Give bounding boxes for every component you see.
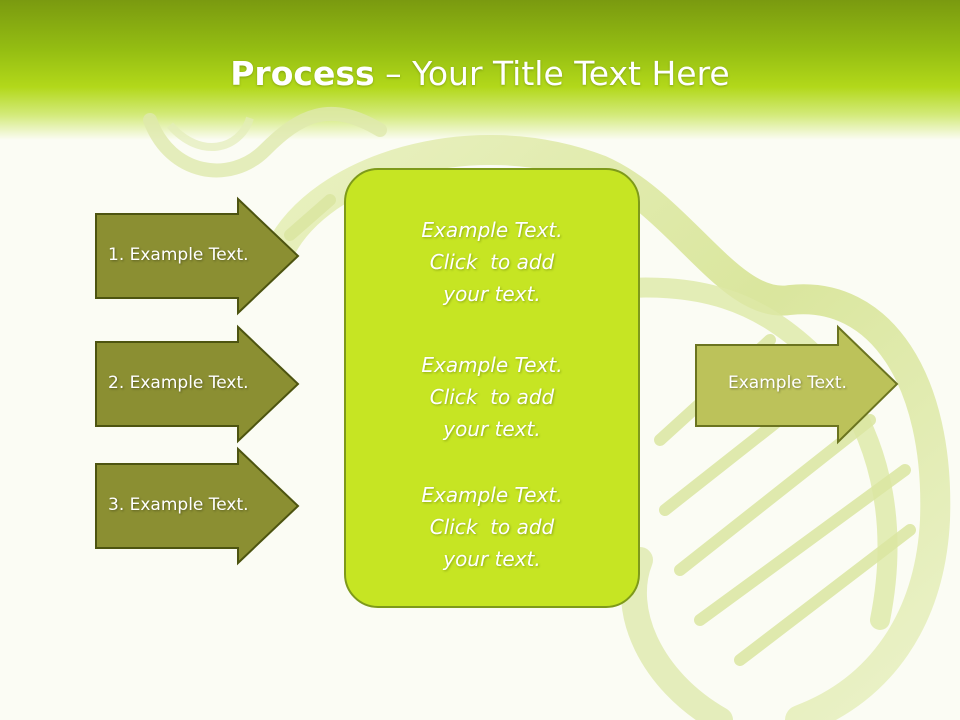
- block-1-line-3: your text.: [443, 282, 541, 306]
- process-step-2-arrow[interactable]: 2. Example Text.: [95, 324, 300, 444]
- block-3-line-1: Example Text.: [421, 483, 563, 507]
- arrow-shape: [695, 324, 899, 445]
- result-arrow[interactable]: Example Text.: [695, 324, 900, 445]
- step-3-label: 3. Example Text.: [108, 495, 249, 515]
- block-1-line-2: Click to add: [429, 250, 555, 274]
- arrow-shape: [95, 324, 300, 444]
- center-text-box[interactable]: Example Text. Click to add your text. Ex…: [344, 168, 640, 608]
- center-text-block-3: Example Text. Click to add your text.: [346, 479, 638, 575]
- step-2-label: 2. Example Text.: [108, 373, 249, 393]
- process-step-3-arrow[interactable]: 3. Example Text.: [95, 446, 300, 566]
- arrow-shape: [95, 196, 300, 316]
- center-text-block-1: Example Text. Click to add your text.: [346, 214, 638, 310]
- process-step-1-arrow[interactable]: 1. Example Text.: [95, 196, 300, 316]
- block-3-line-2: Click to add: [429, 515, 555, 539]
- block-1-line-1: Example Text.: [421, 218, 563, 242]
- arrow-shape: [95, 446, 300, 566]
- block-2-line-1: Example Text.: [421, 353, 563, 377]
- center-text-block-2: Example Text. Click to add your text.: [346, 349, 638, 445]
- block-3-line-3: your text.: [443, 547, 541, 571]
- block-2-line-2: Click to add: [429, 385, 555, 409]
- result-label: Example Text.: [728, 373, 847, 393]
- block-2-line-3: your text.: [443, 417, 541, 441]
- page-title: Process – Your Title Text Here: [230, 54, 730, 93]
- step-1-label: 1. Example Text.: [108, 245, 249, 265]
